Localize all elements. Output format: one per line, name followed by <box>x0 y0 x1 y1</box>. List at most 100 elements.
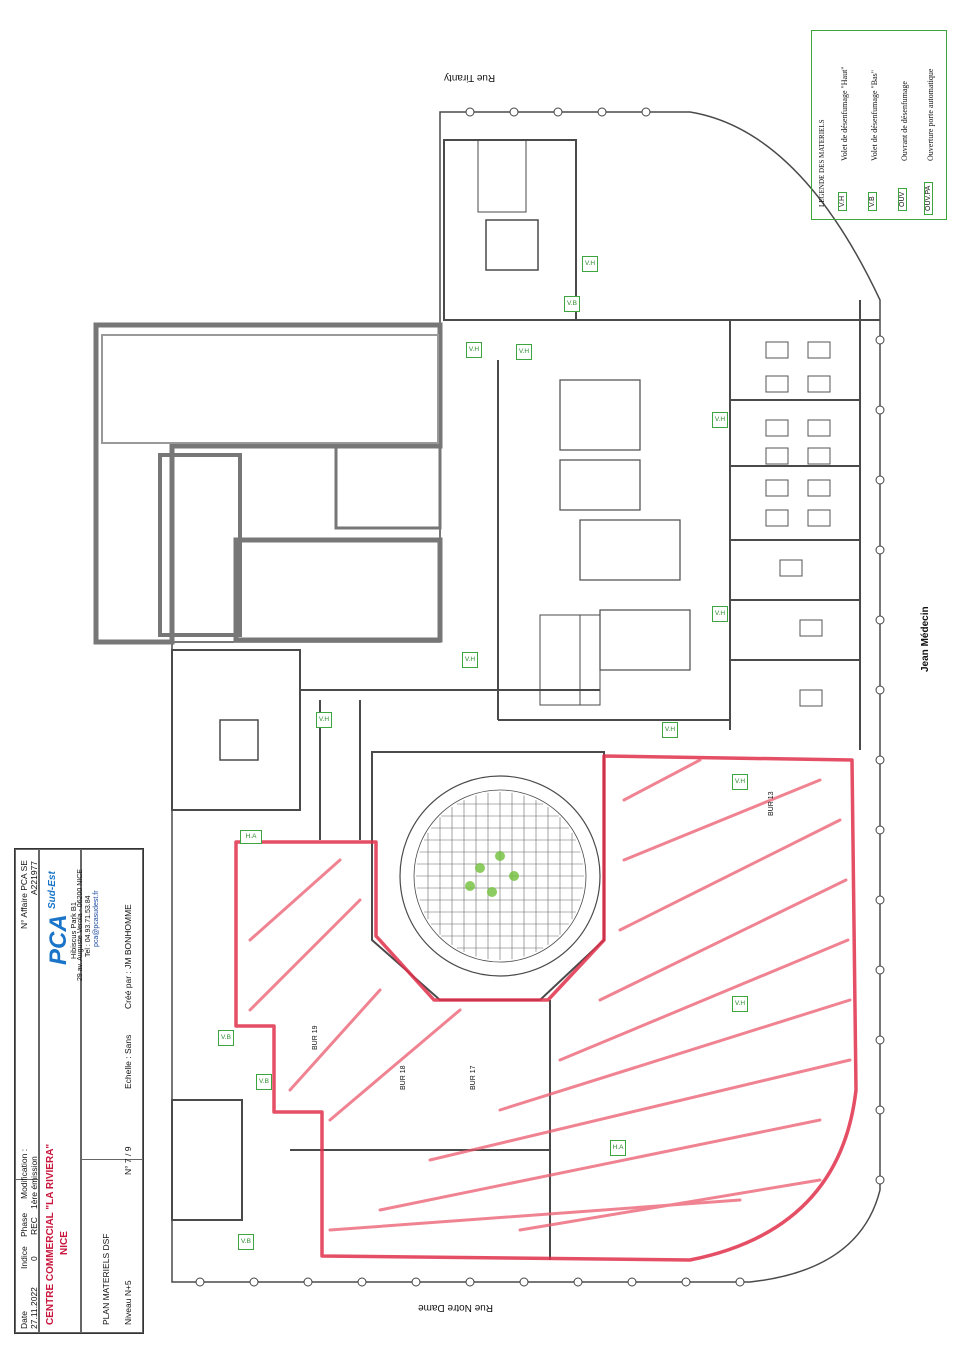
affaire-label: N° Affaire PCA SE <box>19 860 29 929</box>
facade-column <box>195 1277 205 1287</box>
issue-indice: 0 <box>29 1256 39 1261</box>
desk-icon <box>799 689 823 707</box>
vh-tag: V.H <box>516 344 532 360</box>
facade-column <box>519 1277 529 1287</box>
desk-icon <box>765 375 789 393</box>
issue-phase: REC <box>29 1217 39 1235</box>
room-label: BUR 17 <box>470 1065 477 1090</box>
plant-icon <box>509 871 519 881</box>
atrium-grid <box>416 792 584 960</box>
company-email: pca@pcasudest.fr <box>93 890 100 947</box>
hatch-line <box>518 1178 822 1232</box>
vh-tag: V.H <box>316 712 332 728</box>
legend-title: LEGENDE DES MATERIELS <box>818 119 826 208</box>
street-label-east: Jean Médecin <box>920 606 931 672</box>
facade-column <box>627 1277 637 1287</box>
desk-icon <box>765 509 789 527</box>
legend-label: Volet de désenfumage "Bas" <box>870 69 879 161</box>
office-furniture <box>765 341 831 707</box>
plan-title: PLAN MATERIELS DSF <box>101 1233 111 1325</box>
facade-column <box>641 107 651 117</box>
facade-column <box>875 335 885 345</box>
legend-code: V.H <box>838 191 847 211</box>
legend-code: OUV <box>898 187 907 211</box>
facade-column <box>553 107 563 117</box>
facade-column <box>875 825 885 835</box>
building-outline <box>171 111 881 1283</box>
issue-modification: 1ère émission <box>29 1156 39 1209</box>
vh-tag: V.H <box>732 996 748 1012</box>
plan-author: Créé par : JM BONHOMME <box>123 904 133 1009</box>
affaire-number: A221977 <box>29 860 39 895</box>
desk-icon <box>807 341 831 359</box>
facade-column <box>573 1277 583 1287</box>
facade-column <box>875 965 885 975</box>
desk-icon <box>765 447 789 465</box>
vh-tag: V.H <box>732 774 748 790</box>
hatch-line <box>248 898 362 1012</box>
legend-code: V.B <box>868 192 877 211</box>
vh-tag: V.H <box>712 412 728 428</box>
desk-icon <box>807 447 831 465</box>
facade-column <box>465 1277 475 1287</box>
legend-label: Volet de désenfumage "Haut" <box>840 66 849 161</box>
vh-tag: V.H <box>662 722 678 738</box>
hatch-line <box>622 778 822 862</box>
vb-tag: V.B <box>238 1234 254 1250</box>
facade-column <box>875 895 885 905</box>
dsf-zone-outline <box>234 754 858 1262</box>
facade-column <box>875 405 885 415</box>
plan-sheet: N° 7 / 9 <box>123 1146 133 1175</box>
desk-icon <box>765 341 789 359</box>
desk-icon <box>807 375 831 393</box>
facade-columns <box>195 107 885 1287</box>
facade-column <box>509 107 519 117</box>
facade-column <box>303 1277 313 1287</box>
hdr-date: Date <box>19 1311 29 1329</box>
dsf-zone-hatching <box>248 758 852 1232</box>
legend-label: Ouvrant de désenfumage <box>900 81 909 161</box>
facade-column <box>875 475 885 485</box>
hatch-line <box>248 858 342 942</box>
facade-column <box>249 1277 259 1287</box>
facade-column <box>875 1035 885 1045</box>
facade-column <box>681 1277 691 1287</box>
hdr-indice: Indice <box>19 1246 29 1269</box>
hatch-line <box>498 998 852 1112</box>
facade-column <box>411 1277 421 1287</box>
facade-column <box>875 755 885 765</box>
atrium-skylight <box>399 775 601 977</box>
facade-column <box>735 1277 745 1287</box>
desk-icon <box>799 619 823 637</box>
vb-tag: V.B <box>564 296 580 312</box>
desk-icon <box>779 559 803 577</box>
plan-level: Niveau N+5 <box>123 1280 133 1325</box>
desk-icon <box>765 479 789 497</box>
atrium-plants <box>465 851 519 897</box>
ha-tag: H.A <box>240 830 262 844</box>
plan-scale: Echelle : Sans <box>123 1034 133 1089</box>
ha-tag: H.A <box>610 1140 626 1156</box>
west-annex <box>93 322 443 645</box>
legend-label: Ouverture porte automatique <box>926 68 935 161</box>
desk-icon <box>807 479 831 497</box>
plant-icon <box>465 881 475 891</box>
company-logo-sub: Sud-Est <box>47 871 58 909</box>
facade-column <box>875 685 885 695</box>
hatch-line <box>328 1008 462 1122</box>
project-name: CENTRE COMMERCIAL "LA RIVIERA" <box>45 1143 56 1325</box>
desk-icon <box>807 419 831 437</box>
hatch-line <box>622 758 702 802</box>
vb-tag: V.B <box>218 1030 234 1046</box>
hatch-line <box>288 988 382 1092</box>
issue-date: 27.11.2022 <box>29 1287 39 1329</box>
vh-tag: V.H <box>582 256 598 272</box>
desk-icon <box>765 419 789 437</box>
company-address2: 29 av. Auguste Verola - 06200 NICE <box>77 869 84 981</box>
hdr-phase: Phase <box>19 1212 29 1237</box>
plant-icon <box>487 887 497 897</box>
facade-column <box>875 615 885 625</box>
room-label: BUR 18 <box>400 1065 407 1090</box>
facade-column <box>875 1105 885 1115</box>
